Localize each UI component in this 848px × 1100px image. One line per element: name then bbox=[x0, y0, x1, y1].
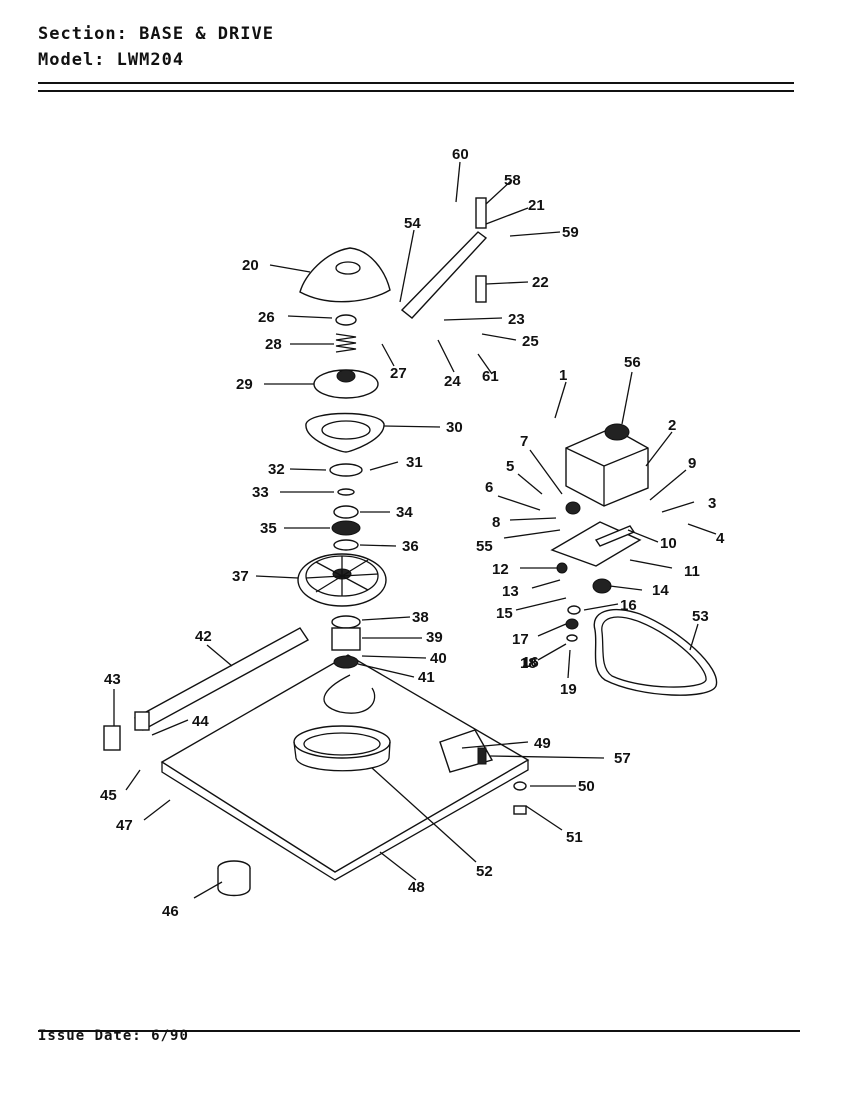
motor-mount-11 bbox=[550, 521, 642, 567]
clutch-38-41 bbox=[331, 615, 361, 669]
callout-59: 59 bbox=[562, 224, 579, 241]
callout-11: 11 bbox=[684, 563, 700, 580]
section-line: Section: BASE & DRIVE bbox=[38, 24, 274, 44]
actuator-22 bbox=[475, 275, 487, 303]
callout-50: 50 bbox=[578, 778, 595, 795]
callout-46: 46 bbox=[162, 903, 179, 920]
callout-45: 45 bbox=[100, 787, 117, 804]
callout-25: 25 bbox=[522, 333, 539, 350]
callout-labels: 1 2 3 4 5 6 7 8 9 10 11 12 13 14 15 16 1… bbox=[100, 146, 725, 920]
callout-52: 52 bbox=[476, 863, 493, 880]
callout-8: 8 bbox=[492, 514, 500, 531]
motor-small-parts bbox=[556, 501, 581, 642]
callout-58: 58 bbox=[504, 172, 521, 189]
clip-43 bbox=[103, 725, 121, 751]
callout-24: 24 bbox=[444, 373, 461, 390]
callout-51: 51 bbox=[566, 829, 583, 846]
callout-9: 9 bbox=[688, 455, 696, 472]
callout-47: 47 bbox=[116, 817, 133, 834]
callout-15: 15 bbox=[496, 605, 513, 622]
callout-3: 3 bbox=[708, 495, 716, 512]
callout-44: 44 bbox=[192, 713, 209, 730]
pulley-14 bbox=[592, 578, 612, 594]
model-line: Model: LWM204 bbox=[38, 50, 184, 70]
callout-21: 21 bbox=[528, 197, 545, 214]
callout-56: 56 bbox=[624, 354, 641, 371]
foot-leveler-50-51 bbox=[513, 781, 527, 815]
footer-rule bbox=[38, 1030, 800, 1032]
callout-19: 19 bbox=[560, 681, 577, 698]
callout-28: 28 bbox=[265, 336, 282, 353]
section-value: BASE & DRIVE bbox=[139, 24, 274, 44]
washers-32-36 bbox=[329, 463, 363, 551]
callout-37: 37 bbox=[232, 568, 249, 585]
callout-1: 1 bbox=[559, 367, 567, 384]
callout-20: 20 bbox=[242, 257, 259, 274]
callout-33: 33 bbox=[252, 484, 269, 501]
callout-54: 54 bbox=[404, 215, 421, 232]
foot-46 bbox=[217, 860, 251, 897]
drive-belt-53 bbox=[593, 609, 718, 696]
callout-5: 5 bbox=[506, 458, 514, 475]
callout-34: 34 bbox=[396, 504, 413, 521]
callout-60: 60 bbox=[452, 146, 469, 163]
callout-7: 7 bbox=[520, 433, 528, 450]
callout-2: 2 bbox=[668, 417, 676, 434]
callout-12: 12 bbox=[492, 561, 509, 578]
header-rule-bottom bbox=[38, 90, 794, 92]
callout-23: 23 bbox=[508, 311, 525, 328]
callout-18: 18 bbox=[520, 655, 537, 672]
seal-30 bbox=[305, 412, 385, 453]
leader-lines bbox=[113, 161, 717, 899]
callout-16b: 16 bbox=[522, 654, 539, 671]
motor-56 bbox=[565, 423, 649, 507]
bracket-57 bbox=[439, 729, 494, 773]
section-label: Section: bbox=[38, 24, 128, 44]
callout-13: 13 bbox=[502, 583, 519, 600]
callout-36: 36 bbox=[402, 538, 419, 555]
callout-42: 42 bbox=[195, 628, 212, 645]
base-plate-48 bbox=[160, 654, 530, 881]
callout-27: 27 bbox=[390, 365, 407, 382]
callout-48: 48 bbox=[408, 879, 425, 896]
callout-53: 53 bbox=[692, 608, 709, 625]
callout-16: 16 bbox=[620, 597, 637, 614]
agitator-cone-20 bbox=[299, 247, 391, 303]
brace-42 bbox=[133, 627, 310, 731]
callout-14: 14 bbox=[652, 582, 669, 599]
callout-6: 6 bbox=[485, 479, 493, 496]
callout-35: 35 bbox=[260, 520, 277, 537]
callout-61: 61 bbox=[482, 368, 499, 385]
callout-57: 57 bbox=[614, 750, 631, 767]
hub-29 bbox=[313, 369, 379, 399]
pulley-37 bbox=[297, 553, 387, 607]
callout-32: 32 bbox=[268, 461, 285, 478]
header-rule-top bbox=[38, 82, 794, 84]
callout-38: 38 bbox=[412, 609, 429, 626]
callout-43: 43 bbox=[104, 671, 121, 688]
tub-ring-52 bbox=[293, 725, 391, 772]
callout-40: 40 bbox=[430, 650, 447, 667]
callout-26: 26 bbox=[258, 309, 275, 326]
callout-17: 17 bbox=[512, 631, 529, 648]
issue-label: Issue Date: bbox=[38, 1028, 142, 1044]
callout-39: 39 bbox=[426, 629, 443, 646]
callout-22: 22 bbox=[532, 274, 549, 291]
callout-29: 29 bbox=[236, 376, 253, 393]
issue-date: Issue Date: 6/90 bbox=[38, 1028, 189, 1044]
callout-30: 30 bbox=[446, 419, 463, 436]
issue-value: 6/90 bbox=[151, 1028, 189, 1044]
callout-4: 4 bbox=[716, 530, 725, 547]
spring-28 bbox=[335, 314, 357, 353]
callout-31: 31 bbox=[406, 454, 423, 471]
callout-49: 49 bbox=[534, 735, 551, 752]
model-value: LWM204 bbox=[116, 50, 185, 70]
callout-10: 10 bbox=[660, 535, 677, 552]
callout-55: 55 bbox=[476, 538, 493, 555]
shift-lever-21 bbox=[400, 197, 488, 319]
model-label: Model: bbox=[38, 50, 106, 70]
callout-41: 41 bbox=[418, 669, 435, 686]
